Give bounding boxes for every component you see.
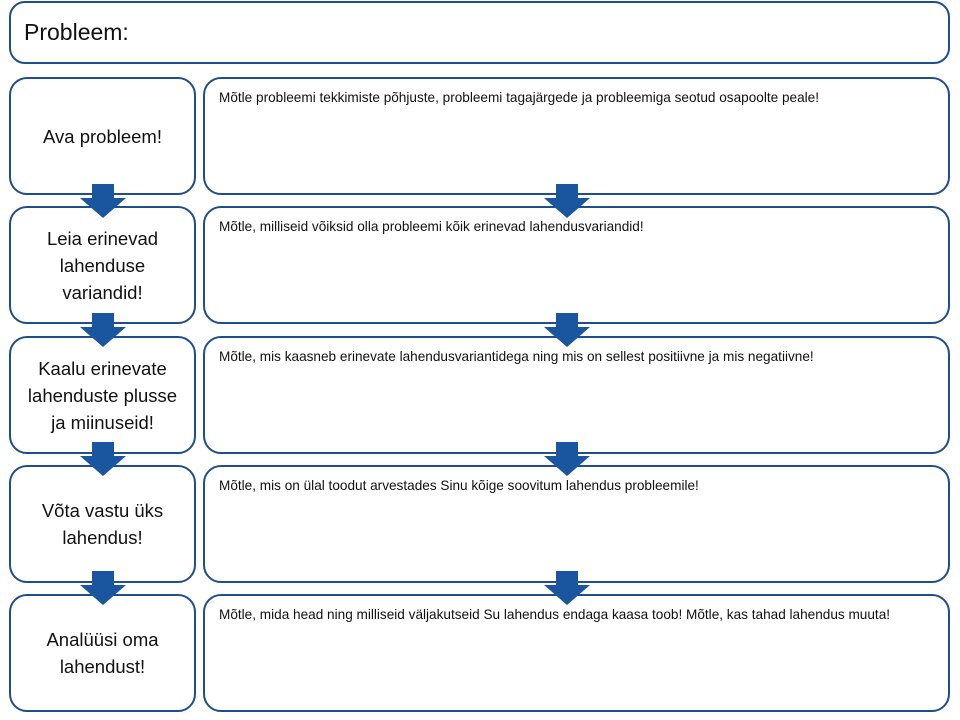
step-box-4: Võta vastu üks lahendus! bbox=[9, 465, 196, 583]
down-arrow-icon bbox=[80, 313, 126, 347]
step-label-5: Analüüsi oma lahendust! bbox=[46, 629, 159, 677]
problem-title: Probleem: bbox=[24, 19, 129, 45]
description-box-2[interactable]: Mõtle, milliseid võiksid olla probleemi … bbox=[203, 206, 950, 324]
step-box-5: Analüüsi oma lahendust! bbox=[9, 594, 196, 712]
description-box-1[interactable]: Mõtle probleemi tekkimiste põhjuste, pro… bbox=[203, 77, 950, 195]
step-label-4: Võta vastu üks lahendus! bbox=[41, 500, 164, 548]
step-label-1: Ava probleem! bbox=[43, 125, 162, 147]
down-arrow-icon bbox=[80, 442, 126, 476]
description-text-1: Mõtle probleemi tekkimiste põhjuste, pro… bbox=[219, 90, 819, 105]
down-arrow-icon bbox=[80, 184, 126, 218]
step-label-3: Kaalu erinevate lahenduste plusse ja mii… bbox=[27, 357, 178, 433]
description-box-5[interactable]: Mõtle, mida head ning milliseid väljakut… bbox=[203, 594, 950, 712]
down-arrow-icon bbox=[544, 442, 590, 476]
description-text-5: Mõtle, mida head ning milliseid väljakut… bbox=[219, 607, 891, 622]
step-label-2: Leia erinevad lahenduse variandid! bbox=[46, 227, 159, 303]
down-arrow-icon bbox=[544, 184, 590, 218]
step-box-1: Ava probleem! bbox=[9, 77, 196, 195]
step-box-3: Kaalu erinevate lahenduste plusse ja mii… bbox=[9, 336, 196, 454]
down-arrow-icon bbox=[544, 313, 590, 347]
description-text-3: Mõtle, mis kaasneb erinevate lahendusvar… bbox=[219, 349, 814, 364]
problem-title-box[interactable]: Probleem: bbox=[9, 1, 950, 64]
down-arrow-icon bbox=[80, 571, 126, 605]
description-box-4[interactable]: Mõtle, mis on ülal toodut arvestades Sin… bbox=[203, 465, 950, 583]
description-box-3[interactable]: Mõtle, mis kaasneb erinevate lahendusvar… bbox=[203, 336, 950, 454]
step-box-2: Leia erinevad lahenduse variandid! bbox=[9, 206, 196, 324]
down-arrow-icon bbox=[544, 571, 590, 605]
description-text-2: Mõtle, milliseid võiksid olla probleemi … bbox=[219, 219, 644, 234]
description-text-4: Mõtle, mis on ülal toodut arvestades Sin… bbox=[219, 478, 699, 493]
